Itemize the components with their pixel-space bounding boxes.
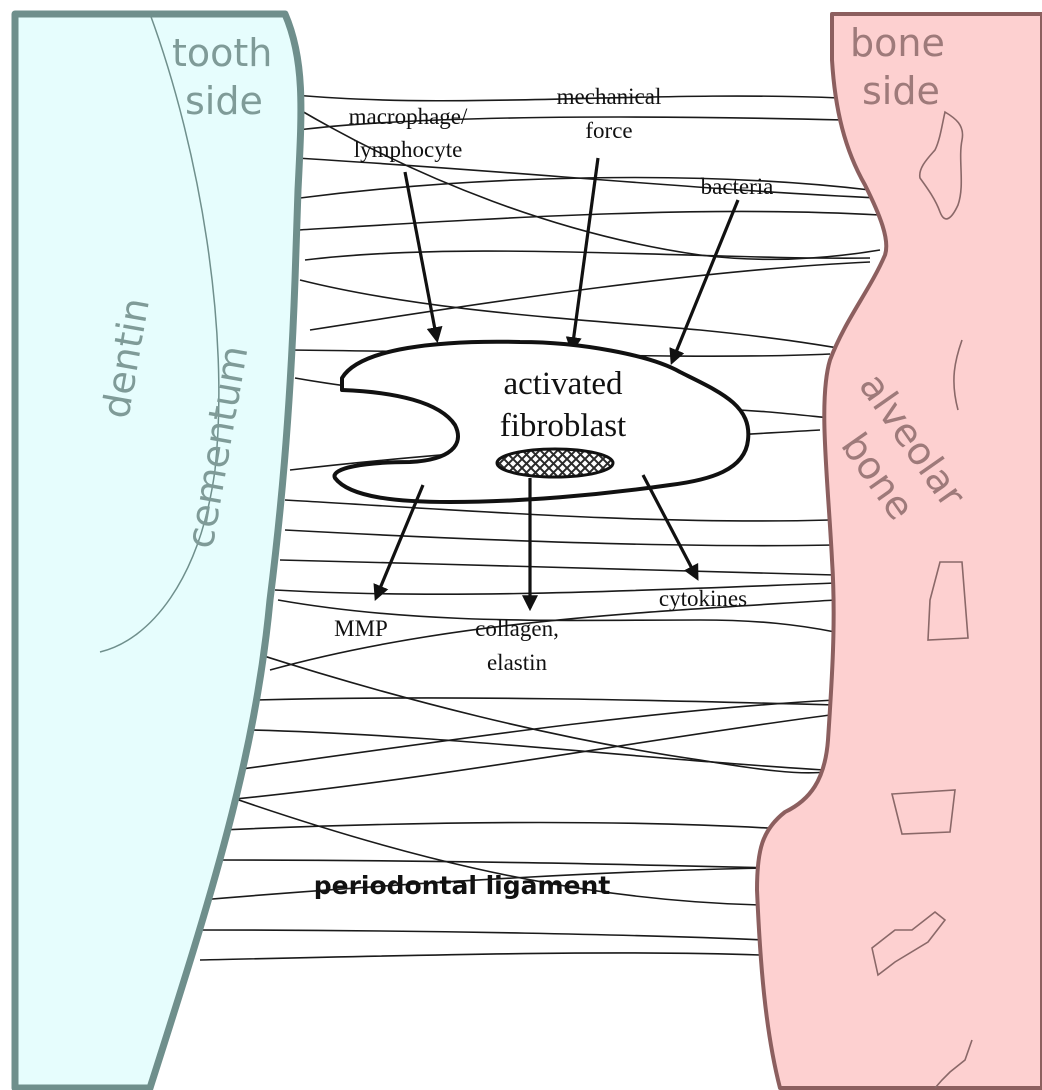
tooth-side: tooth side dentin cementum (15, 14, 301, 1088)
output-labels: MMP collagen, elastin cytokines (334, 586, 747, 675)
bone-tissue (757, 14, 1042, 1088)
bacteria-label: bacteria (701, 174, 774, 199)
tooth-tissue (15, 14, 301, 1088)
arrow-bacteria-to-fibroblast (672, 200, 738, 362)
mechanical-force-label-line2: force (585, 118, 632, 143)
mmp-label: MMP (334, 616, 388, 641)
periodontal-ligament-label: periodontal ligament (314, 871, 611, 900)
macrophage-label-line1: macrophage/ (349, 104, 468, 129)
fibroblast-nucleus (497, 449, 613, 477)
tooth-side-label-line2: side (185, 79, 263, 123)
tooth-side-label-line1: tooth (172, 31, 272, 75)
activated-fibroblast: activated fibroblast (335, 342, 749, 502)
input-arrows (405, 158, 738, 362)
collagen-label-line1: collagen, (475, 616, 559, 641)
fibroblast-label-line1: activated (503, 366, 623, 402)
macrophage-label-line2: lymphocyte (354, 137, 463, 162)
cytokines-label: cytokines (659, 586, 747, 611)
bone-side-label-line2: side (862, 69, 940, 113)
mechanical-force-label-line1: mechanical (557, 84, 662, 109)
arrow-fibroblast-to-cytokines (643, 475, 697, 578)
fibroblast-label-line2: fibroblast (500, 408, 626, 444)
bone-side-label-line1: bone (850, 21, 945, 65)
collagen-label-line2: elastin (487, 650, 548, 675)
bone-side: bone side alveolar bone (757, 14, 1042, 1088)
